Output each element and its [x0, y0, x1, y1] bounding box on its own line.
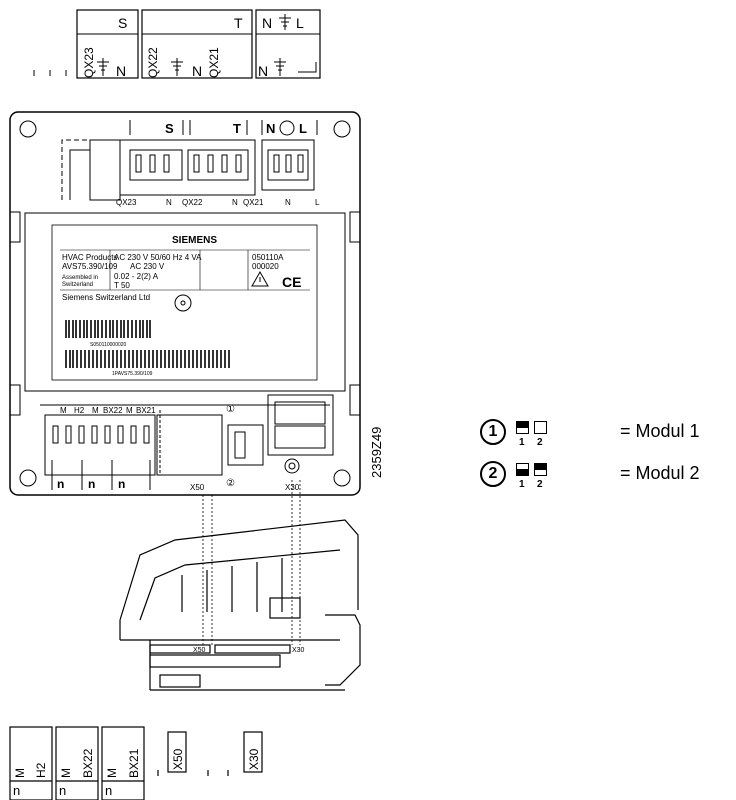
- model-number: AVS75.390/109: [62, 262, 118, 271]
- device-label-t: T: [233, 121, 241, 136]
- number-1-icon: 1: [480, 419, 506, 445]
- device-terminal-qx22: QX22: [182, 198, 203, 207]
- device-bottom-m: M: [92, 406, 99, 415]
- bottom-m-1: M: [13, 768, 27, 778]
- current-rating: 0.02 - 2(2) A: [114, 272, 159, 281]
- ground-icon: [274, 58, 286, 76]
- legend-row-1: 1 1 2 = Modul 1: [480, 419, 736, 449]
- number-2-icon: 2: [480, 461, 506, 487]
- bottom-x30: X30: [247, 748, 261, 770]
- temp-rating: T 50: [114, 281, 130, 290]
- device-label-s: S: [165, 121, 174, 136]
- switch-label-1: 1: [519, 479, 525, 490]
- terminal-n: N: [192, 63, 202, 79]
- device-terminal-qx21: QX21: [243, 198, 264, 207]
- bottom-h2: H2: [34, 762, 48, 778]
- ce-mark: CE: [282, 274, 301, 290]
- bottom-n-1: n: [13, 783, 20, 798]
- assembled-text: Assembled in: [62, 275, 98, 281]
- device-bottom-m: M: [60, 406, 67, 415]
- label-s: S: [118, 15, 127, 31]
- barcode-text-1: S050110000020: [90, 342, 127, 348]
- switch-2-icon: [534, 421, 547, 434]
- device-n-3: n: [118, 477, 125, 491]
- device-label-n: N: [266, 121, 275, 136]
- switch-1-icon: [516, 421, 529, 434]
- device-bottom-m: M: [126, 406, 133, 415]
- ground-icon: [171, 58, 183, 76]
- barcode: [65, 350, 230, 368]
- top-terminal-strip: [33, 9, 321, 79]
- device-terminal-n: N: [285, 198, 291, 207]
- barcode: [65, 320, 151, 338]
- device-side-view: [119, 519, 361, 691]
- bottom-n-3: n: [105, 783, 112, 798]
- device-terminal-n: N: [166, 198, 172, 207]
- terminal-qx21: QX21: [207, 47, 221, 78]
- code-1: 050110A: [252, 253, 284, 262]
- legend-text: = Modul 2: [620, 463, 700, 483]
- device-x50: X50: [190, 483, 205, 492]
- barcode-text-2: 1PAVS75.390/109: [112, 371, 153, 377]
- ground-icon: [97, 58, 109, 76]
- company-name: Siemens Switzerland Ltd: [62, 293, 150, 302]
- device-terminal-n: N: [232, 198, 238, 207]
- bottom-bx22: BX22: [81, 748, 95, 778]
- bottom-m-2: M: [59, 768, 73, 778]
- device-n-1: n: [57, 477, 64, 491]
- figure-id: 2359Z49: [369, 427, 384, 478]
- device-bottom-bx22: BX22: [103, 406, 123, 415]
- device-bottom-bx21: BX21: [136, 406, 156, 415]
- ground-icon: [279, 14, 291, 30]
- device-front: [9, 111, 361, 496]
- device-terminal-qx23: QX23: [116, 198, 137, 207]
- terminal-qx23: QX23: [82, 47, 96, 78]
- device-bottom-h2: H2: [74, 406, 85, 415]
- label-l: L: [296, 15, 304, 31]
- device-label-l: L: [299, 121, 307, 136]
- device-n-2: n: [88, 477, 95, 491]
- bottom-m-3: M: [105, 768, 119, 778]
- switch-label-2: ②: [226, 478, 235, 489]
- switch-label-1: 1: [519, 437, 525, 448]
- label-n: N: [262, 15, 272, 31]
- bottom-terminal-strip: [9, 726, 263, 800]
- switch-1-icon: [516, 463, 529, 476]
- legend-row-2: 2 1 2 = Modul 2: [480, 461, 736, 491]
- relay-rating: AC 230 V: [130, 262, 165, 271]
- product-line: HVAC Products: [62, 253, 117, 262]
- bottom-bx21: BX21: [127, 748, 141, 778]
- side-x50: X50: [193, 647, 206, 654]
- switch-label-1: ①: [226, 404, 235, 415]
- side-x30: X30: [292, 647, 305, 654]
- label-t: T: [234, 15, 243, 31]
- terminal-n: N: [116, 63, 126, 79]
- device-x30: X30: [285, 483, 300, 492]
- legend-text: = Modul 1: [620, 421, 700, 441]
- brand-logo: SIEMENS: [172, 235, 217, 246]
- device-terminal-l: L: [315, 198, 320, 207]
- terminal-qx22: QX22: [146, 47, 160, 78]
- bottom-n-2: n: [59, 783, 66, 798]
- code-2: 000020: [252, 262, 279, 271]
- power-rating: AC 230 V 50/60 Hz 4 VA: [114, 253, 202, 262]
- switch-label-2: 2: [537, 479, 543, 490]
- terminal-n: N: [258, 63, 268, 79]
- switch-label-2: 2: [537, 437, 543, 448]
- switch-2-icon: [534, 463, 547, 476]
- bottom-x50: X50: [171, 748, 185, 770]
- country-text: Switzerland: [62, 282, 93, 288]
